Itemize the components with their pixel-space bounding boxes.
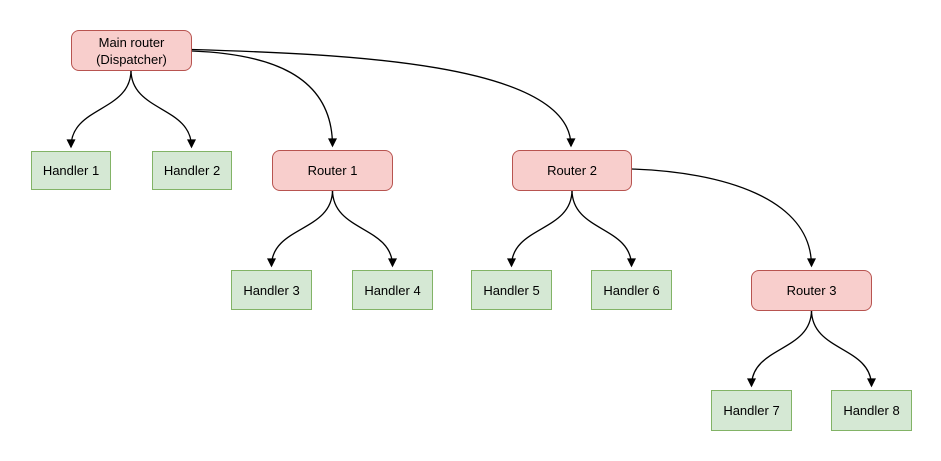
node-handler-1-label: Handler 1 <box>42 163 100 178</box>
node-handler-6-label: Handler 6 <box>603 282 660 298</box>
node-main-router-label-line1: Main router <box>98 34 165 50</box>
edge-main-router-to-router-2 <box>191 48 576 148</box>
node-handler-8-label: Handler 8 <box>843 403 900 418</box>
edge-router-1-to-handler-3 <box>267 189 334 268</box>
node-router-2-label: Router 2 <box>547 163 597 178</box>
node-handler-7-label: Handler 7 <box>723 403 780 418</box>
node-handler-5: Handler 5 <box>471 270 552 310</box>
node-handler-2: Handler 2 <box>152 151 232 190</box>
node-handler-8: Handler 8 <box>831 390 912 431</box>
node-main-router-label-line2: (Dispatcher) <box>96 51 167 67</box>
node-main-router: Main router (Dispatcher) <box>71 30 192 71</box>
node-router-2: Router 2 <box>512 150 632 191</box>
edge-main-router-to-handler-1 <box>66 69 132 149</box>
node-router-1: Router 1 <box>272 150 393 191</box>
edge-router-2-to-handler-5 <box>507 189 573 268</box>
edge-router-2-to-handler-6 <box>571 189 636 268</box>
edge-main-router-to-handler-2 <box>130 69 196 149</box>
edge-main-router-to-router-1 <box>191 50 337 148</box>
edge-router-1-to-handler-4 <box>331 189 397 268</box>
node-router-3: Router 3 <box>751 270 872 311</box>
node-handler-4: Handler 4 <box>352 270 433 310</box>
node-handler-3: Handler 3 <box>231 270 312 310</box>
edge-router-3-to-handler-8 <box>810 309 876 388</box>
node-router-1-label: Router 1 <box>307 163 358 178</box>
node-handler-6: Handler 6 <box>591 270 672 310</box>
node-handler-7: Handler 7 <box>711 390 792 431</box>
edge-router-2-to-router-3 <box>631 168 816 268</box>
node-handler-4-label: Handler 4 <box>364 282 421 298</box>
node-router-3-label: Router 3 <box>786 283 837 298</box>
node-handler-3-label: Handler 3 <box>243 282 300 298</box>
node-handler-1: Handler 1 <box>31 151 111 190</box>
node-handler-5-label: Handler 5 <box>483 282 540 298</box>
edge-router-3-to-handler-7 <box>747 309 813 388</box>
node-handler-2-label: Handler 2 <box>163 163 221 178</box>
